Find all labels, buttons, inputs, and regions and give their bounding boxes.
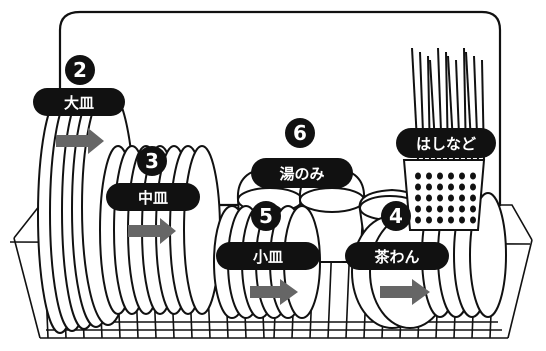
basket-hole [426,205,432,213]
label-small-plate: 5 小皿 [216,201,320,305]
right-arrow-icon [128,218,176,244]
basket-hole [459,183,465,191]
label-text: 湯のみ [279,165,324,183]
right-arrow-icon [380,279,430,305]
label-text: 小皿 [253,248,283,266]
basket-hole [426,183,432,191]
basket-hole [470,183,476,191]
label-medium-plate: 3 中皿 [106,146,200,244]
basket-hole [437,183,443,191]
basket-hole [415,205,421,213]
basket-hole [470,205,476,213]
basket-hole [459,216,465,224]
basket-hole [415,172,421,180]
basket-hole [437,216,443,224]
basket-hole [459,172,465,180]
label-number: 2 [73,58,87,82]
label-number: 4 [389,204,403,228]
cutlery-basket-icon [402,159,486,231]
right-arrow-icon [56,128,104,154]
basket-hole [415,183,421,191]
label-text: 大皿 [64,94,94,112]
label-number: 6 [293,121,307,145]
label-text: 茶わん [374,248,419,266]
basket-hole [415,194,421,202]
basket-hole [437,205,443,213]
label-number: 3 [145,149,159,173]
label-text: 中皿 [138,189,168,207]
basket-hole [448,194,454,202]
basket-hole [459,194,465,202]
basket-hole [448,216,454,224]
basket-hole [448,183,454,191]
label-number: 5 [259,204,273,228]
basket-hole [448,205,454,213]
basket-hole [459,205,465,213]
basket-hole [470,216,476,224]
basket-hole [426,172,432,180]
basket-hole [426,216,432,224]
basket-hole [437,194,443,202]
basket-hole [437,172,443,180]
right-arrow-icon [250,279,298,305]
label-rice-bowl: 4 茶わん [345,201,449,305]
basket-hole [426,194,432,202]
basket-hole [448,172,454,180]
basket-hole [470,172,476,180]
label-chopsticks: はしなど [396,128,496,158]
label-text: はしなど [416,135,476,153]
label-teacup: 6 湯のみ [251,118,353,188]
basket-hole [415,216,421,224]
label-large-plate: 2 大皿 [33,55,125,154]
basket-hole [470,194,476,202]
